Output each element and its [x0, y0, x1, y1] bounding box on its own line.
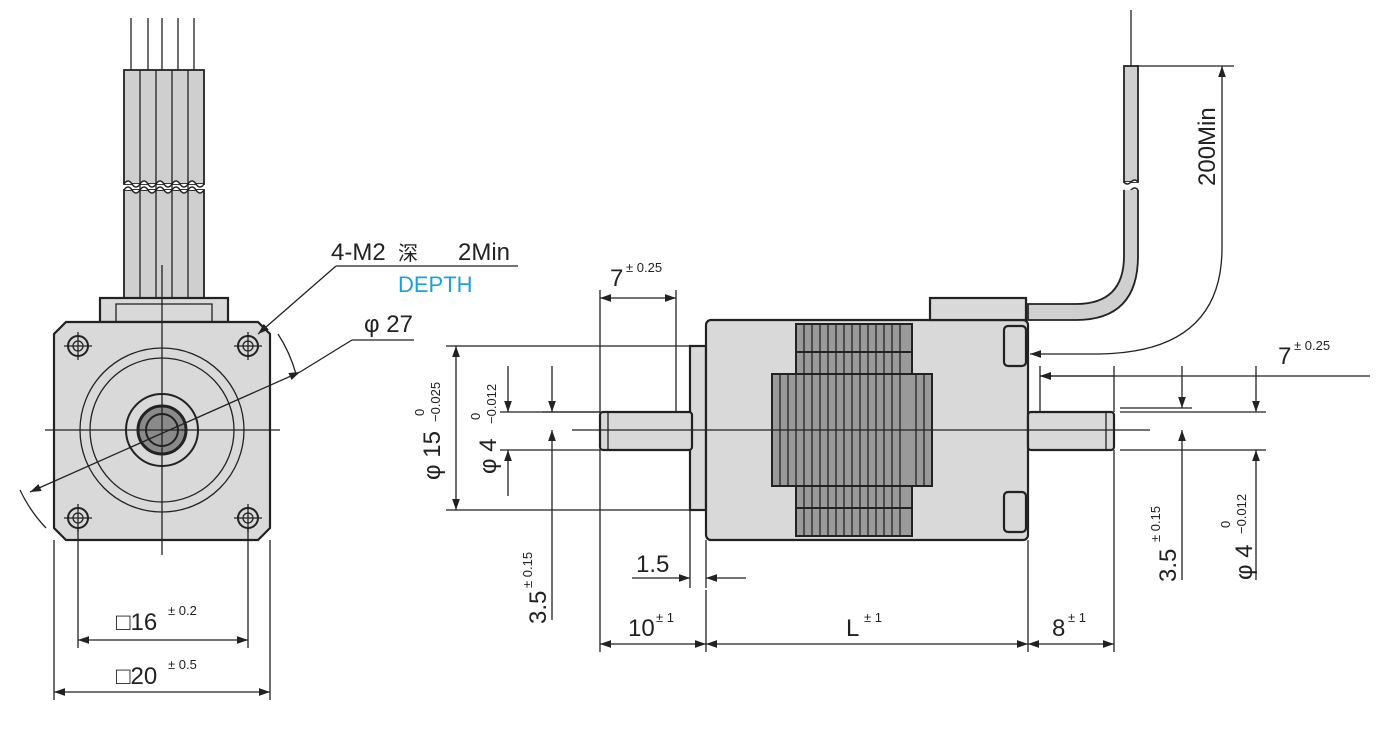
dim-right-shaft: 3.5 ± 0.15 φ 4 0 −0.012: [1120, 366, 1266, 582]
sq16-tol: ± 0.2: [168, 603, 197, 618]
seven-top-tol: ± 0.25: [626, 260, 662, 275]
front-lead-wires: [123, 18, 205, 301]
thread-depth-callout: 4-M2 深 2Min DEPTH: [257, 239, 518, 335]
side-view: [572, 296, 1150, 542]
one5-label: 1.5: [636, 551, 669, 578]
dim-bottom-chain: 10 ± 1 L ± 1 8 ± 1: [599, 450, 1115, 652]
square-dimensions: □16 ± 0.2 □20 ± 0.5: [53, 528, 271, 700]
dim-one5: 1.5: [632, 510, 746, 588]
seven-right-label: 7: [1278, 343, 1291, 370]
phi4-right-upper: 0: [1218, 521, 1233, 528]
phi4-right-label: φ 4: [1231, 544, 1258, 580]
phi15-label: φ 15: [419, 431, 446, 480]
depth-value: 2Min: [458, 239, 510, 266]
lead-length-dimension: 200Min: [1030, 65, 1234, 358]
depth-kanji: 深: [398, 242, 418, 265]
depth-en-label: DEPTH: [398, 272, 473, 297]
thread-label: 4-M2: [331, 239, 386, 266]
phi27-dimension: φ 27: [19, 311, 414, 529]
sq16-label: □16: [116, 609, 157, 636]
eight-label: 8: [1052, 615, 1065, 642]
dim-phi15: φ 15 0 −0.025: [412, 345, 690, 511]
dim-seven-right: 7 ± 0.25: [1039, 338, 1370, 412]
eight-tol: ± 1: [1068, 610, 1086, 625]
phi27-label: φ 27: [364, 311, 413, 338]
front-view: [45, 18, 280, 555]
phi4-right-lower: −0.012: [1234, 494, 1249, 534]
sq20-tol: ± 0.5: [168, 657, 197, 672]
dim-seven-top: 7 ± 0.25: [599, 260, 677, 412]
front-connector-block: [98, 296, 230, 324]
ten-tol: ± 1: [656, 610, 674, 625]
three5-left-label: 3.5: [525, 591, 552, 624]
phi4-left-label: φ 4: [475, 438, 502, 474]
sq20-label: □20: [116, 663, 157, 690]
dim-phi4-left: φ 4 0 −0.012: [468, 366, 600, 496]
lead-length-label: 200Min: [1194, 107, 1221, 186]
three5-right-label: 3.5: [1155, 549, 1182, 582]
rear-shaft: [1026, 410, 1116, 452]
phi4-left-upper: 0: [468, 413, 483, 420]
phi4-left-lower: −0.012: [484, 384, 499, 424]
L-tol: ± 1: [864, 610, 882, 625]
seven-top-label: 7: [610, 265, 623, 292]
phi15-upper: 0: [412, 409, 427, 416]
ten-label: 10: [628, 615, 655, 642]
three5-left-tol: ± 0.15: [520, 552, 535, 588]
L-label: L: [846, 615, 859, 642]
side-connector: [928, 296, 1028, 322]
dim-three5-left: 3.5 ± 0.15: [520, 366, 600, 624]
front-shaft: [598, 410, 694, 452]
phi15-lower: −0.025: [428, 382, 443, 422]
side-lead-wire: [1027, 10, 1139, 321]
three5-right-tol: ± 0.15: [1148, 506, 1163, 542]
seven-right-tol: ± 0.25: [1294, 338, 1330, 353]
